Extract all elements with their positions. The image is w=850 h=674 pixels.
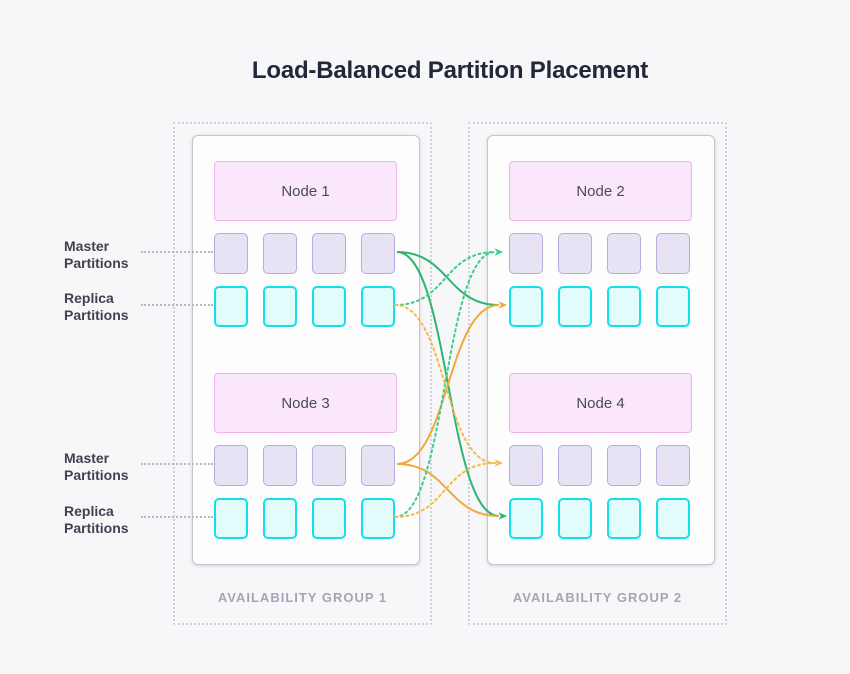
availability-group-2: Node 2 Node 4 AVAILABILITY GROUP 2: [468, 122, 727, 625]
node-2-header: Node 2: [509, 161, 692, 221]
label-line: Partitions: [64, 520, 129, 536]
replica-partition-square: [558, 498, 592, 539]
label-line: Master: [64, 450, 110, 466]
master-partition-square: [607, 445, 641, 486]
availability-group-2-label: AVAILABILITY GROUP 2: [512, 590, 683, 605]
server-box-group-1: Node 1 Node 3: [192, 135, 420, 565]
replica-partition-square: [607, 286, 641, 327]
node-1-header: Node 1: [214, 161, 397, 221]
master-partition-square: [656, 445, 690, 486]
master-partitions-label-bottom: Master Partitions: [64, 450, 129, 484]
master-partition-square: [214, 445, 248, 486]
replica-partition-square: [509, 498, 543, 539]
replica-partition-square: [607, 498, 641, 539]
node-2-label: Node 2: [576, 182, 625, 200]
replica-partition-square: [263, 286, 297, 327]
master-partition-square: [558, 445, 592, 486]
replica-partition-square: [214, 286, 248, 327]
node-1-label: Node 1: [281, 182, 330, 200]
replica-partition-square: [656, 498, 690, 539]
node-2-replica-row: [509, 286, 690, 327]
node-3-replica-row: [214, 498, 395, 539]
leader-line-replica-top: [141, 304, 213, 306]
replica-partitions-label-top: Replica Partitions: [64, 290, 129, 324]
node-3-master-row: [214, 445, 395, 486]
label-line: Replica: [64, 503, 114, 519]
replica-partition-square: [312, 286, 346, 327]
leader-line-master-bottom: [141, 463, 213, 465]
replica-partition-square: [263, 498, 297, 539]
replica-partition-square: [361, 286, 395, 327]
master-partition-square: [509, 445, 543, 486]
node-4-master-row: [509, 445, 690, 486]
master-partition-square: [361, 233, 395, 274]
label-line: Partitions: [64, 307, 129, 323]
master-partition-square: [361, 445, 395, 486]
master-partition-square: [558, 233, 592, 274]
leader-line-master-top: [141, 251, 213, 253]
master-partition-square: [214, 233, 248, 274]
label-line: Master: [64, 238, 110, 254]
master-partition-square: [263, 233, 297, 274]
diagram-title: Load-Balanced Partition Placement: [251, 57, 649, 84]
master-partition-square: [312, 233, 346, 274]
node-4-replica-row: [509, 498, 690, 539]
master-partitions-label-top: Master Partitions: [64, 238, 129, 272]
label-line: Partitions: [64, 255, 129, 271]
master-partition-square: [656, 233, 690, 274]
server-box-group-2: Node 2 Node 4: [487, 135, 715, 565]
node-4-header: Node 4: [509, 373, 692, 433]
leader-line-replica-bottom: [141, 516, 213, 518]
replica-partitions-label-bottom: Replica Partitions: [64, 503, 129, 537]
master-partition-square: [312, 445, 346, 486]
node-1-master-row: [214, 233, 395, 274]
node-2-master-row: [509, 233, 690, 274]
replica-partition-square: [509, 286, 543, 327]
master-partition-square: [263, 445, 297, 486]
label-line: Replica: [64, 290, 114, 306]
replica-partition-square: [312, 498, 346, 539]
replica-partition-square: [656, 286, 690, 327]
replica-partition-square: [558, 286, 592, 327]
node-1-replica-row: [214, 286, 395, 327]
availability-group-1-label: AVAILABILITY GROUP 1: [217, 590, 388, 605]
replica-partition-square: [361, 498, 395, 539]
replica-partition-square: [214, 498, 248, 539]
label-line: Partitions: [64, 467, 129, 483]
master-partition-square: [607, 233, 641, 274]
node-4-label: Node 4: [576, 394, 625, 412]
availability-group-1: Node 1 Node 3 AVAILABILITY GROUP 1: [173, 122, 432, 625]
node-3-header: Node 3: [214, 373, 397, 433]
node-3-label: Node 3: [281, 394, 330, 412]
master-partition-square: [509, 233, 543, 274]
